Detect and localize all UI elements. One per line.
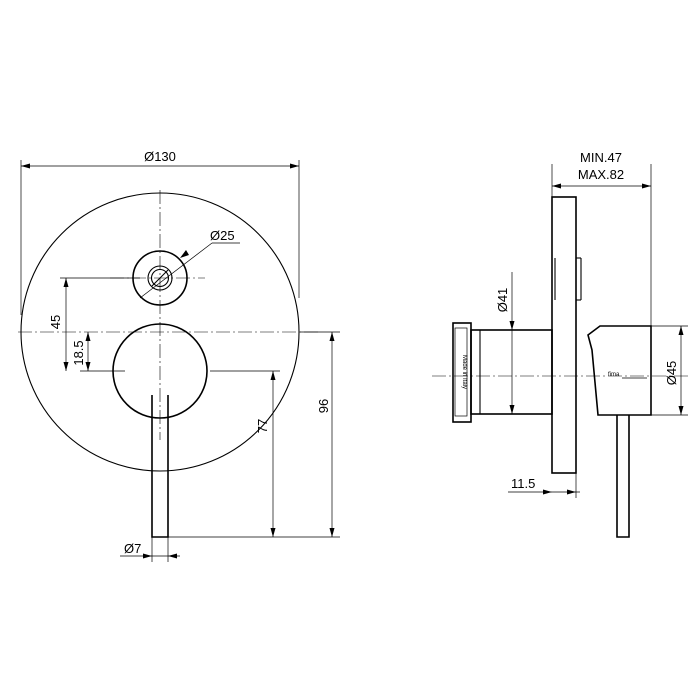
dim-7-arrow-right: [168, 553, 177, 559]
dim-77-arrow-top: [270, 371, 276, 380]
wall-plate: [551, 196, 577, 474]
cover-plate-outline: [20, 192, 300, 472]
made-in-italy-marking: Made in Italy: [461, 355, 467, 389]
dim-45-side-arrow-top: [678, 326, 684, 335]
dim-label-depth-max: MAX.82: [578, 167, 624, 182]
dim-11-arrow-left: [543, 489, 552, 495]
valve-body: [470, 329, 553, 415]
dim-41-arrow-top: [509, 321, 515, 330]
dim-label-diverter-offset: 45: [48, 315, 63, 329]
dim-depth-arrow-right: [642, 183, 651, 189]
diverter-slot: [151, 269, 169, 287]
dim-11-arrow-right: [567, 489, 576, 495]
threaded-nut: [452, 322, 472, 423]
diverter-knob-inner: [150, 268, 170, 288]
dim-label-body-diameter: Ø41: [495, 288, 510, 313]
diverter-knob-ring: [147, 265, 173, 291]
lever-handle-stem: [151, 395, 169, 538]
dim-label-diverter-diameter: Ø25: [210, 228, 235, 243]
side-lever-stem: [616, 415, 630, 538]
dim-label-lever-length: 77: [255, 419, 270, 433]
side-view: Made in Italy fima MIN.47 MAX.82 Ø41 Ø45: [432, 150, 690, 538]
dim-45-side-arrow-bottom: [678, 406, 684, 415]
dim-label-diverter-inner-offset: 18.5: [71, 340, 86, 365]
dim-130-arrow-left: [21, 163, 30, 169]
dim-label-overall-height: 96: [316, 399, 331, 413]
dim-96-arrow-bottom: [329, 528, 335, 537]
dim-41-arrow-bottom: [509, 405, 515, 414]
dim-25-arrow: [180, 250, 189, 258]
dim-label-plate-diameter: Ø130: [144, 149, 176, 164]
dim-45-arrow-top: [63, 278, 69, 287]
dim-130-arrow-right: [290, 163, 299, 169]
dim-25-leader: [139, 242, 213, 299]
dim-45-arrow-bottom: [63, 362, 69, 371]
dim-7-arrow-left: [143, 553, 152, 559]
brand-marking: fima: [608, 372, 620, 378]
dim-label-plate-offset: 11.5: [511, 476, 535, 491]
dim-label-handle-diameter: Ø45: [664, 361, 679, 386]
dim-77-arrow-bottom: [270, 528, 276, 537]
dim-label-depth-min: MIN.47: [580, 150, 622, 165]
threaded-nut-marking-band: [454, 327, 468, 417]
side-lever-handle: [587, 325, 652, 416]
dim-depth-arrow-left: [552, 183, 561, 189]
dim-96-arrow-top: [329, 332, 335, 341]
dim-label-lever-diameter: Ø7: [124, 541, 141, 556]
front-view: Ø130 Ø25 45 18.5 77 96: [18, 149, 340, 562]
dim-18-arrow-top: [85, 332, 91, 341]
dim-18-arrow-bottom: [85, 362, 91, 371]
